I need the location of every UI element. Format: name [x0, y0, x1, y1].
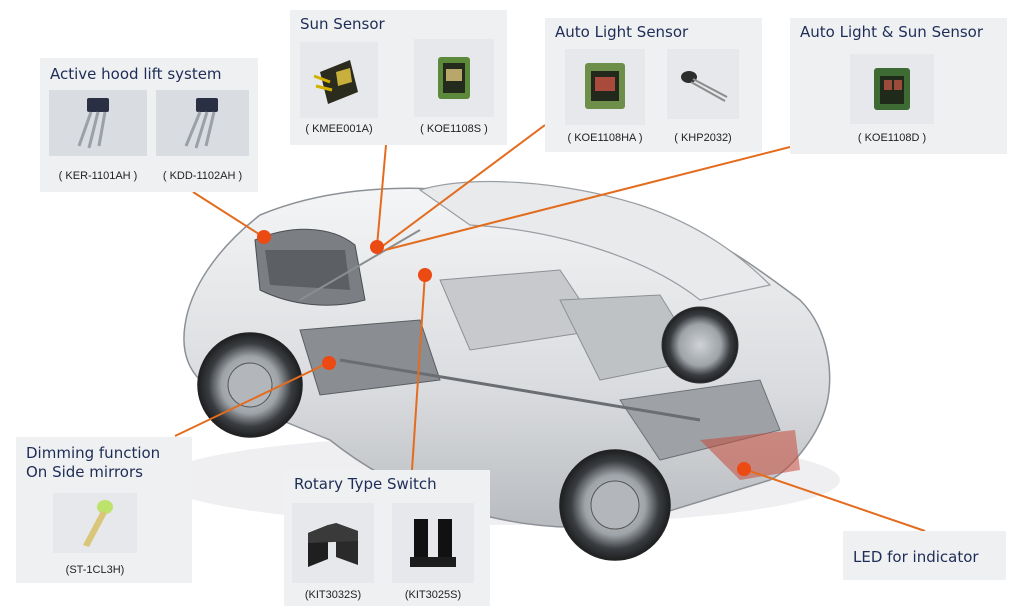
panel-title: LED for indicator [853, 548, 979, 566]
leader-line-auto-light [379, 124, 546, 249]
part-image-ker-1101ah [49, 90, 147, 156]
part-image-kmee001a [300, 42, 378, 118]
leader-line-sun [376, 144, 387, 247]
leader-line-rotary [411, 273, 426, 471]
part-image-koe1108ha [565, 49, 645, 125]
photo-interrupter-icon [308, 523, 358, 567]
part-code: (ST-1CL3H) [65, 564, 125, 576]
part-code: ( KOE1108HA ) [567, 132, 643, 144]
panel-led-indicator: LED for indicator [843, 531, 1006, 580]
part-code: ( KOE1108S ) [420, 123, 488, 135]
part-image-kdd-1102ah [156, 90, 249, 156]
sensor-chip-icon [585, 63, 625, 109]
marker-rotary [418, 268, 432, 282]
panel-active-hood-lift: Active hood lift system ( KER-1101AH ) (… [40, 58, 258, 192]
part-image-kit3032s [292, 503, 374, 583]
panel-rotary-type-switch: Rotary Type Switch (KIT3032S) (KIT3025S) [284, 470, 490, 606]
part-code: ( KMEE001A) [305, 123, 373, 135]
part-image-koe1108s [414, 39, 494, 117]
panel-title: Auto Light & Sun Sensor [800, 23, 983, 41]
leader-line-auto-light-sun [384, 146, 791, 251]
panel-title: Auto Light Sensor [555, 23, 689, 41]
marker-led [737, 462, 751, 476]
sensor-chip-icon [438, 57, 470, 99]
part-code: ( KDD-1102AH ) [162, 170, 243, 182]
part-code: (KIT3032S) [304, 589, 362, 601]
part-code: ( KHP2032) [674, 132, 732, 144]
sensor-chip-icon [874, 68, 910, 110]
leader-line-hood [192, 191, 263, 237]
part-code: (KIT3025S) [404, 589, 462, 601]
hall-sensor-icon [184, 98, 218, 149]
panel-sun-sensor: Sun Sensor ( KMEE001A) ( KOE1108S ) [290, 10, 507, 145]
photo-interrupter-icon [410, 519, 456, 567]
panel-title-line2: On Side mirrors [26, 463, 143, 481]
part-code: ( KER-1101AH ) [58, 170, 138, 182]
panel-auto-light-sensor: Auto Light Sensor ( KOE1108HA ) ( KHP203… [545, 18, 762, 152]
marker-dimming [322, 356, 336, 370]
marker-hood [257, 230, 271, 244]
panel-title: Active hood lift system [50, 65, 222, 83]
sensor-chip-icon [313, 60, 358, 104]
reed-switch-icon [83, 500, 113, 547]
panel-dimming-function: Dimming function On Side mirrors (ST-1CL… [16, 437, 192, 583]
panel-auto-light-sun-sensor: Auto Light & Sun Sensor ( KOE1108D ) [790, 18, 1007, 154]
marker-sun [370, 240, 384, 254]
leader-line-dimming [174, 361, 331, 437]
part-image-st-1cl3h [53, 493, 137, 553]
panel-title: Rotary Type Switch [294, 475, 437, 493]
part-image-khp2032 [667, 49, 739, 119]
leader-line-led [743, 468, 926, 532]
part-image-kit3025s [392, 503, 474, 583]
panel-title: Sun Sensor [300, 15, 385, 33]
panel-title-line1: Dimming function [26, 444, 161, 462]
photodiode-icon [681, 71, 728, 102]
part-image-koe1108d [850, 54, 934, 124]
part-code: ( KOE1108D ) [857, 132, 927, 144]
hall-sensor-icon [77, 98, 109, 149]
